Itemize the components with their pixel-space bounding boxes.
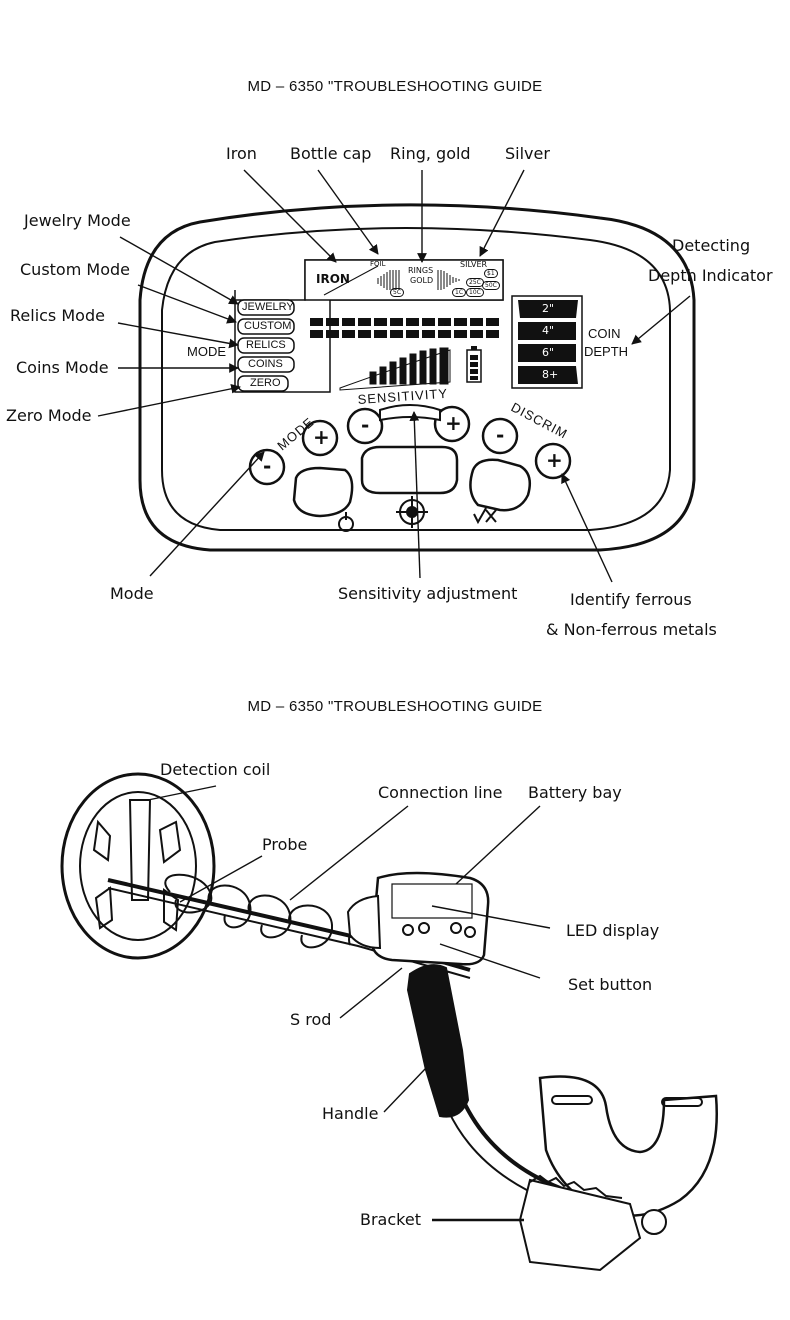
panel-title: MD – 6350 "TROUBLESHOOTING GUIDE	[247, 78, 543, 95]
screen-silver: SILVER	[460, 260, 488, 269]
callout-lines-bottom	[147, 785, 551, 1222]
screen-mode-label: MODE	[187, 344, 226, 359]
sensitivity-plus-button[interactable]: +	[445, 411, 462, 435]
callout-s-rod: S rod	[290, 1010, 332, 1029]
callout-zero-mode: Zero Mode	[6, 406, 92, 425]
mode-relics: RELICS	[246, 339, 286, 351]
sensitivity-minus-button[interactable]: -	[361, 413, 370, 437]
callout-jewelry-mode: Jewelry Mode	[24, 211, 131, 230]
depth-6: 6"	[542, 346, 555, 359]
depth-8: 8+	[542, 368, 559, 381]
screen-coin-1c: 1C	[452, 288, 467, 297]
callout-mode: Mode	[110, 584, 154, 603]
mode-zero: ZERO	[250, 377, 281, 389]
mode-jewelry: JEWELRY	[242, 301, 294, 313]
segment-bar	[310, 318, 499, 338]
panel-buttons	[248, 404, 572, 518]
target-strip	[304, 259, 504, 301]
callout-depth-line1: Detecting	[672, 236, 751, 255]
callout-set-button: Set button	[568, 975, 653, 994]
callout-iron: Iron	[226, 144, 257, 163]
callout-coins-mode: Coins Mode	[16, 358, 109, 377]
button-glyphs	[338, 496, 497, 532]
screen-coin-10c: 10C	[466, 288, 484, 297]
depth-4: 4"	[542, 324, 555, 337]
coin-depth-2: DEPTH	[584, 344, 629, 359]
callout-bottle-cap: Bottle cap	[290, 144, 372, 163]
screen-rings: RINGS	[408, 266, 434, 275]
callout-sensitivity: Sensitivity adjustment	[338, 584, 518, 603]
device-title: MD – 6350 "TROUBLESHOOTING GUIDE	[247, 698, 543, 715]
callout-silver: Silver	[505, 144, 550, 163]
mode-plus-button[interactable]: +	[313, 425, 330, 449]
mode-custom: CUSTOM	[244, 320, 292, 332]
mode-boxes	[237, 299, 295, 392]
detector-drawing	[60, 772, 718, 1272]
sensitivity-meter	[339, 347, 451, 391]
callout-lines-top	[97, 169, 691, 583]
screen-iron: IRON	[316, 272, 350, 286]
control-panel	[138, 203, 696, 552]
screen-gold: GOLD	[410, 276, 434, 285]
callout-probe: Probe	[262, 835, 308, 854]
callout-depth-line2: Depth Indicator	[648, 266, 773, 285]
screen-coin-5c: 5C	[390, 288, 405, 297]
callout-connection-line: Connection line	[378, 783, 503, 802]
battery-icon	[466, 346, 482, 383]
callout-handle: Handle	[322, 1104, 379, 1123]
screen-coin-50c: 50C	[482, 281, 500, 290]
callout-custom-mode: Custom Mode	[20, 260, 130, 279]
callout-identify-line2: & Non-ferrous metals	[546, 620, 717, 639]
screen-foil: FOIL	[370, 260, 386, 268]
discrim-minus-button[interactable]: -	[496, 423, 505, 447]
coin-depth-1: COIN	[588, 326, 621, 341]
depth-2: 2"	[542, 302, 555, 315]
callout-identify-line1: Identify ferrous	[570, 590, 692, 609]
depth-indicator	[511, 295, 583, 389]
callout-ring-gold: Ring, gold	[390, 144, 471, 163]
mode-minus-button[interactable]: -	[263, 454, 272, 478]
callout-relics-mode: Relics Mode	[10, 306, 105, 325]
callout-detection-coil: Detection coil	[160, 760, 271, 779]
callout-led-display: LED display	[566, 921, 660, 940]
sensitivity-arc-label: SENSITIVITY	[357, 386, 448, 407]
screen-coin-s1: $1	[484, 269, 498, 278]
callout-bracket: Bracket	[360, 1210, 421, 1229]
callout-battery-bay: Battery bay	[528, 783, 622, 802]
mode-coins: COINS	[248, 358, 283, 370]
discrim-plus-button[interactable]: +	[546, 448, 563, 472]
